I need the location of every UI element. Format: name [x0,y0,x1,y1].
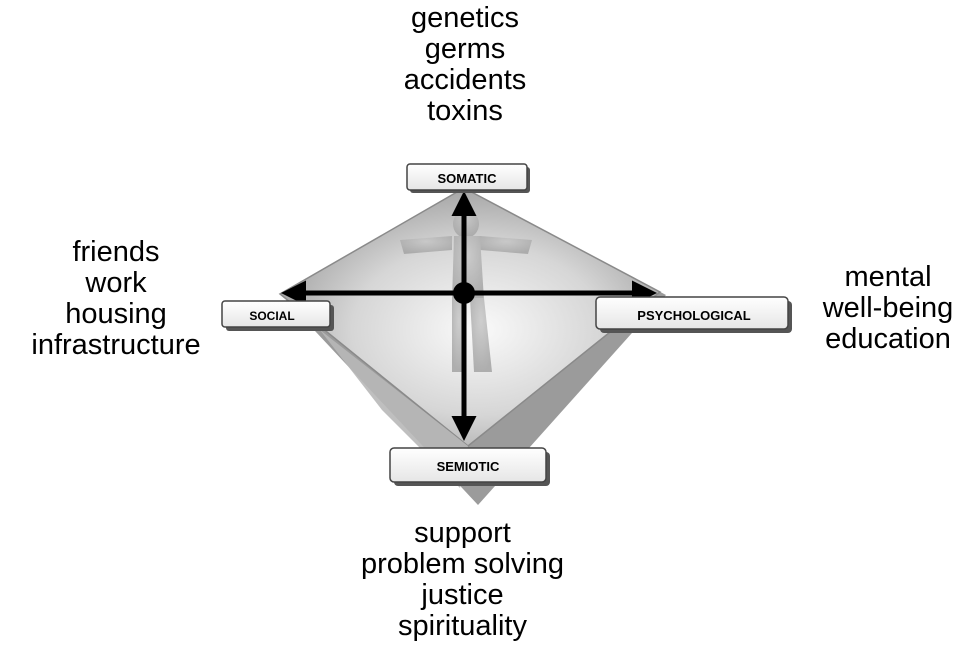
factor-item: germs [424,33,506,65]
factor-item: justice [421,579,504,611]
semiotic-factors-list: support problem solving justice spiritua… [320,518,605,642]
factor-item: housing [65,298,167,330]
factor-item: infrastructure [31,329,201,361]
factor-item: problem solving [360,548,565,580]
node-semiotic: SEMIOTIC [389,447,550,486]
factor-item: support [414,517,511,549]
factor-item: spirituality [398,610,527,642]
factor-item: toxins [427,95,503,127]
node-somatic-label: SOMATIC [438,171,498,186]
social-factors-list: friends work housing infrastructure [0,237,232,361]
factor-item: friends [72,236,160,268]
factor-item: well-being [822,292,954,324]
factor-item: mental [844,261,932,293]
node-social: SOCIAL [221,300,334,331]
node-semiotic-label: SEMIOTIC [437,459,500,474]
factor-item: education [825,323,951,355]
node-somatic: SOMATIC [406,163,530,193]
somatic-factors-list: genetics germs accidents toxins [330,3,600,127]
node-psychological-label: PSYCHOLOGICAL [637,308,750,323]
psychological-factors-list: mental well-being education [800,262,976,355]
factor-item: accidents [403,64,527,96]
factor-item: genetics [410,2,519,34]
center-dot [453,282,475,304]
node-psychological: PSYCHOLOGICAL [595,296,792,333]
factor-item: work [85,267,147,299]
node-social-label: SOCIAL [249,309,294,323]
